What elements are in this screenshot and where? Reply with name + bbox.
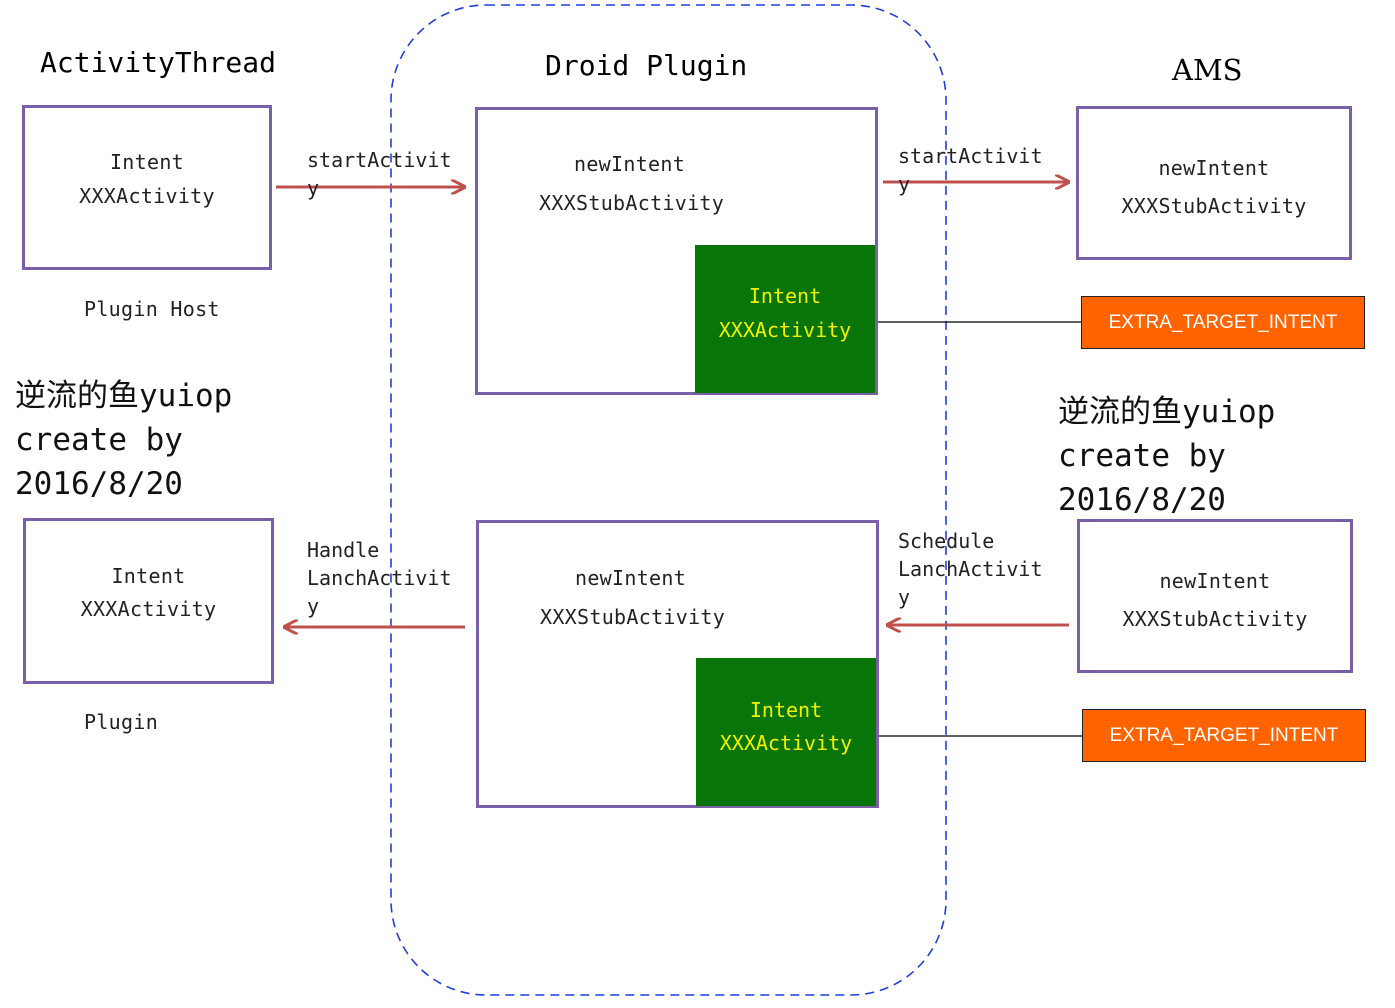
ams-title: AMS <box>1172 53 1243 87</box>
author-watermark-left: 逆流的鱼yuiop create by 2016/8/20 <box>15 374 232 506</box>
host-intent-label: Intent <box>109 150 185 174</box>
label-line: startActivit <box>898 144 1043 168</box>
schedule-launch-label: Schedule LanchActivit y <box>898 527 1043 611</box>
plugin-intent-label: Intent <box>111 564 186 588</box>
author-watermark-right: 逆流的鱼yuiop create by 2016/8/20 <box>1058 390 1275 522</box>
ams-intent-box-bottom: newIntent XXXStubActivity <box>1077 519 1353 673</box>
stub-newintent-label: newIntent <box>575 566 687 590</box>
host-intent-box: Intent XXXActivity <box>22 105 272 270</box>
extra-target-intent-tag-bottom: EXTRA_TARGET_INTENT <box>1082 709 1366 762</box>
watermark-line: 2016/8/20 <box>15 466 183 502</box>
label-line: LanchActivit <box>898 557 1043 581</box>
plugin-host-caption: Plugin Host <box>84 297 220 321</box>
label-line: Handle <box>307 538 380 562</box>
embedded-activity-label: XXXActivity <box>719 731 853 755</box>
watermark-line: 逆流的鱼yuiop <box>1058 394 1276 430</box>
ams-stub-label: XXXStubActivity <box>1122 607 1308 631</box>
start-activity-label-left: startActivit y <box>307 146 452 202</box>
ams-intent-box-top: newIntent XXXStubActivity <box>1076 106 1352 260</box>
droid-plugin-title: Droid Plugin <box>545 49 748 82</box>
stub-activity-label: XXXStubActivity <box>540 605 726 629</box>
label-line: y <box>307 176 320 200</box>
plugin-intent-box: Intent XXXActivity <box>23 518 274 684</box>
embedded-intent-label: Intent <box>749 698 823 722</box>
droid-plugin-region <box>390 4 947 996</box>
start-activity-label-right: startActivit y <box>898 142 1043 198</box>
label-line: y <box>898 585 911 609</box>
label-line: y <box>898 172 911 196</box>
ams-stub-label: XXXStubActivity <box>1121 194 1307 218</box>
activitythread-title: ActivityThread <box>40 46 277 79</box>
plugin-activity-label: XXXActivity <box>80 597 217 621</box>
watermark-line: 逆流的鱼yuiop <box>15 378 233 414</box>
label-line: LanchActivit <box>307 566 452 590</box>
ams-newintent-label: newIntent <box>1159 569 1271 593</box>
embedded-intent-top: Intent XXXActivity <box>695 245 875 393</box>
label-line: Schedule <box>898 529 995 553</box>
watermark-line: create by <box>1058 438 1226 474</box>
watermark-line: 2016/8/20 <box>1058 482 1226 518</box>
label-line: startActivit <box>307 148 452 172</box>
embedded-intent-bottom: Intent XXXActivity <box>696 658 876 806</box>
stub-activity-label: XXXStubActivity <box>539 191 725 215</box>
stub-newintent-label: newIntent <box>574 152 686 176</box>
plugin-caption: Plugin <box>84 710 159 734</box>
label-line: y <box>307 594 320 618</box>
embedded-activity-label: XXXActivity <box>718 318 852 342</box>
host-activity-label: XXXActivity <box>79 184 215 208</box>
extra-target-intent-tag-top: EXTRA_TARGET_INTENT <box>1081 296 1365 349</box>
ams-newintent-label: newIntent <box>1158 156 1270 180</box>
handle-launch-label: Handle LanchActivit y <box>307 536 452 620</box>
embedded-intent-label: Intent <box>748 284 822 308</box>
watermark-line: create by <box>15 422 183 458</box>
